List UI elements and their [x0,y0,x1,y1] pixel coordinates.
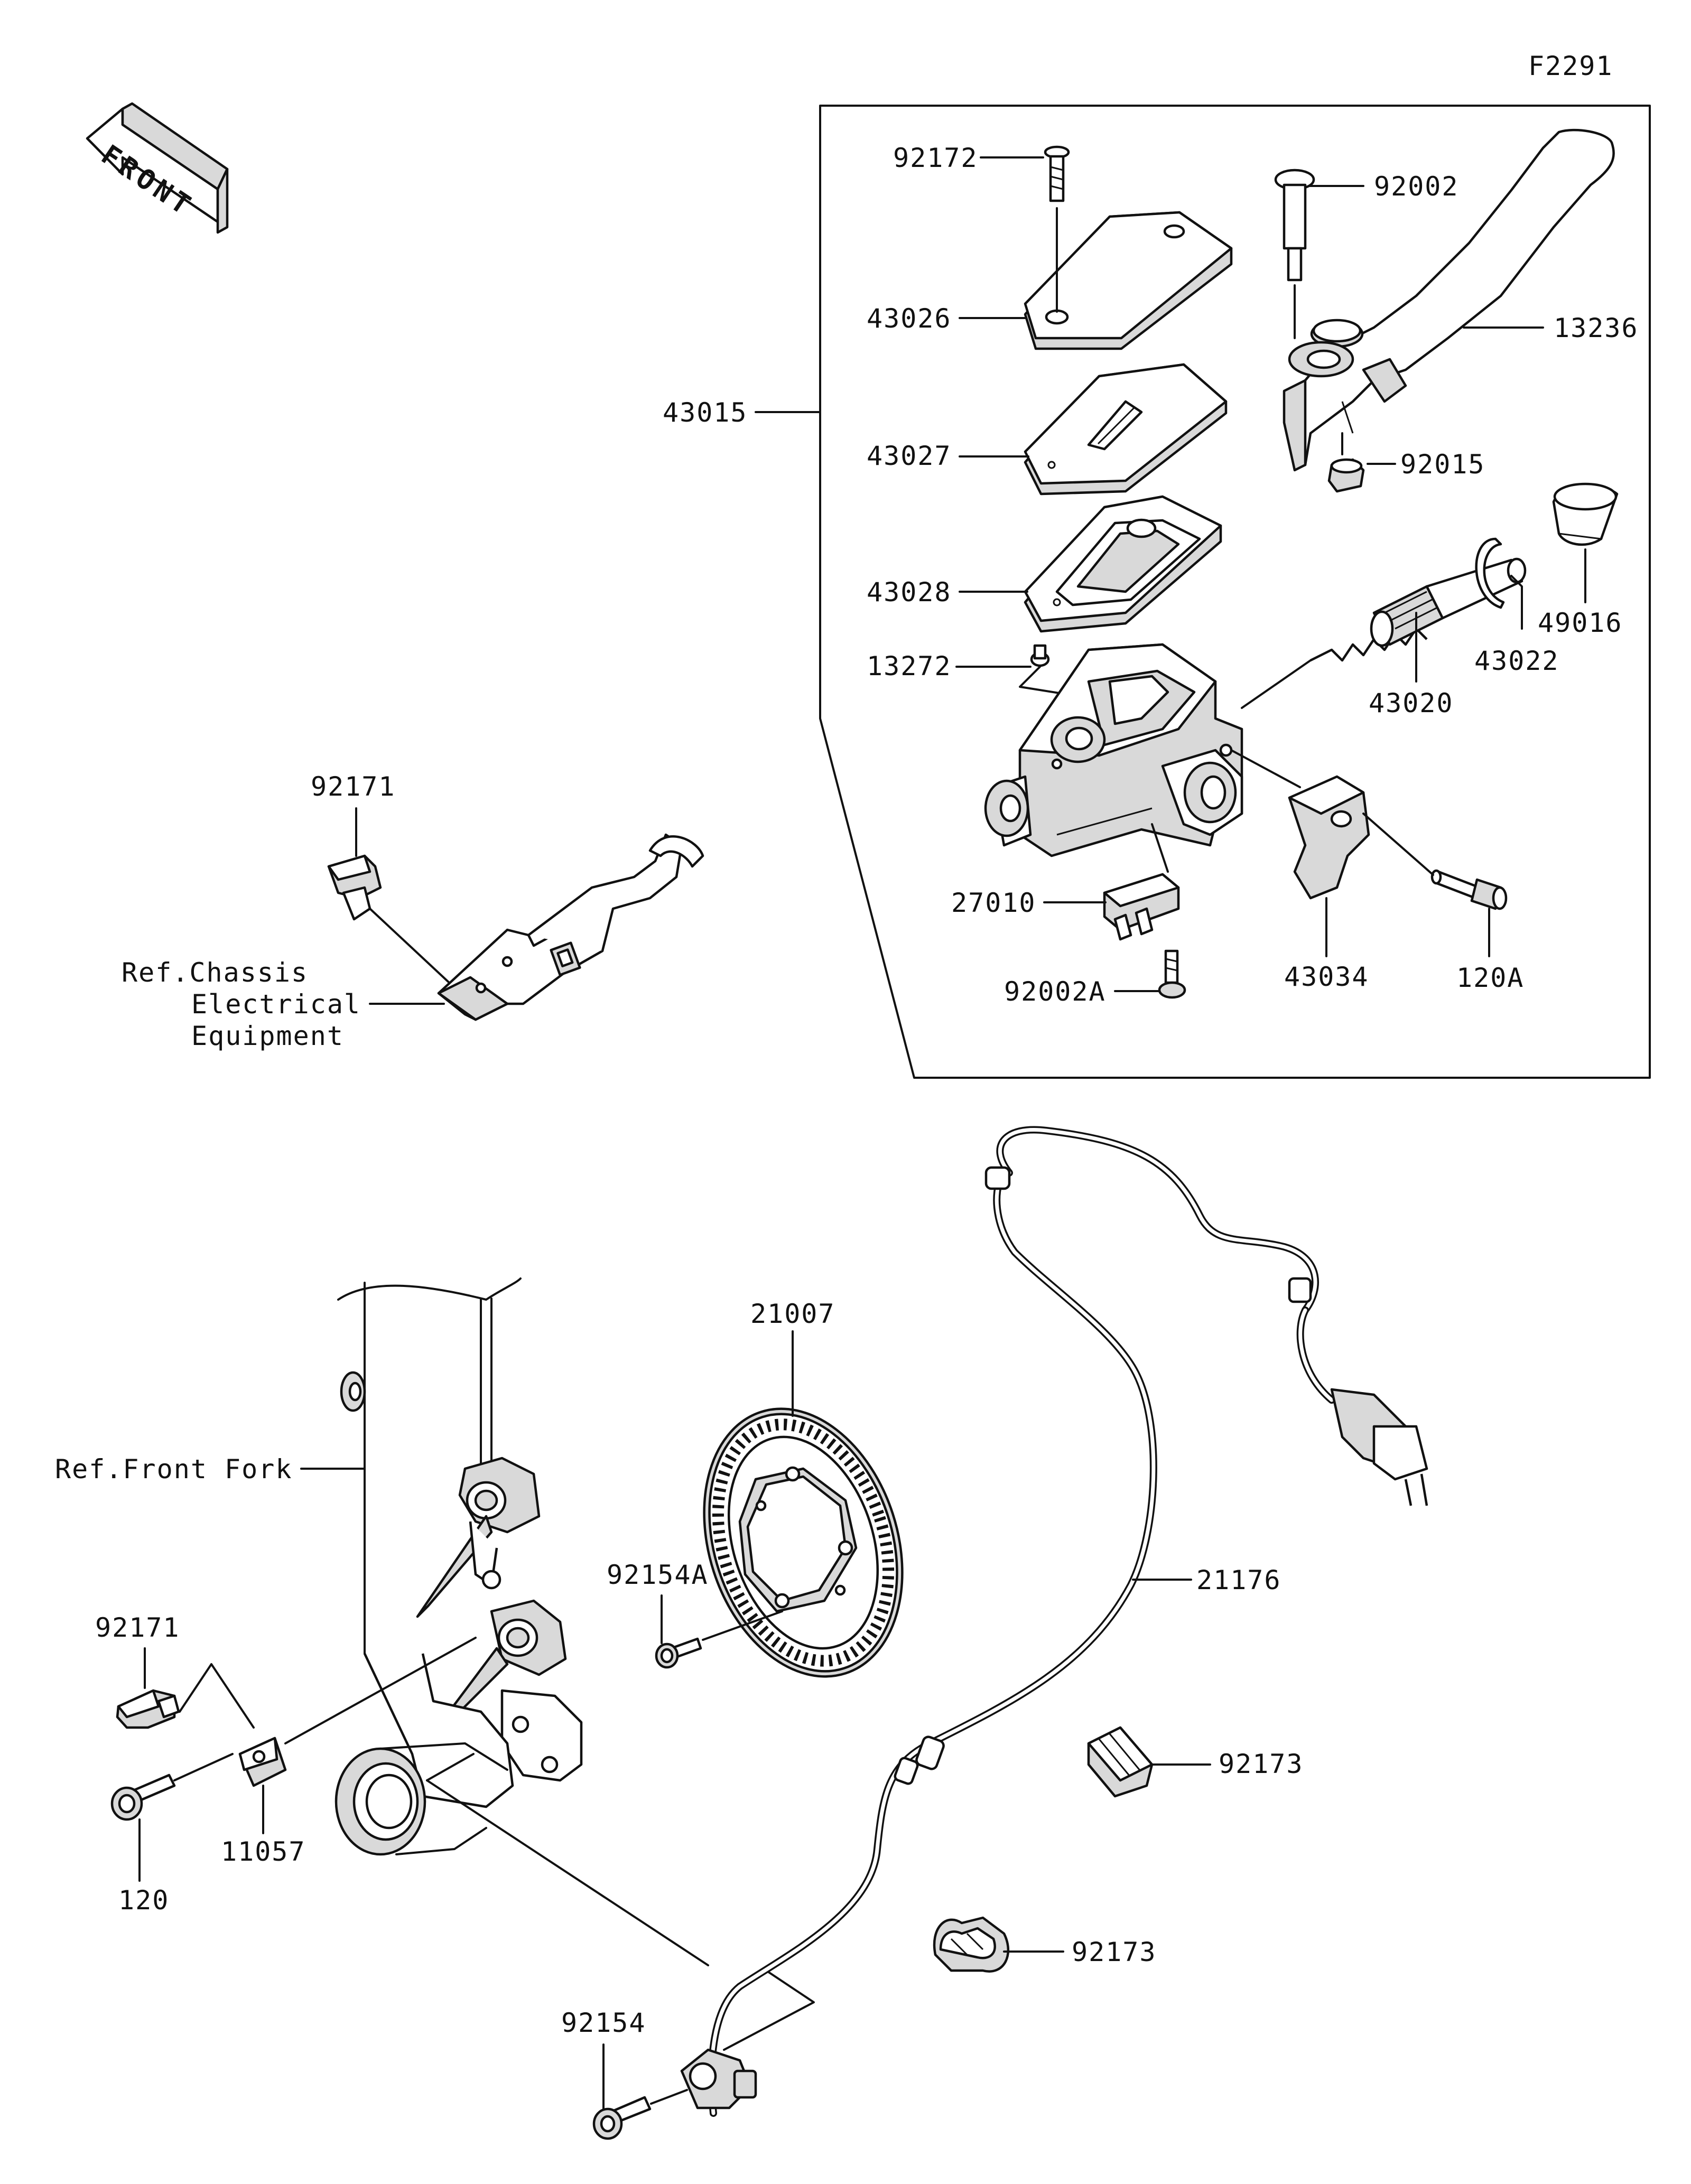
label-49016: 49016 [1538,608,1623,638]
bracket-11057 [238,1737,287,1787]
front-arrow-icon: FRONT [86,102,229,234]
leader-120A-axis [1362,813,1434,876]
label-43034: 43034 [1284,962,1369,992]
label-21176: 21176 [1196,1565,1281,1595]
leader-92154-axis [650,2089,688,2105]
sensor-rotor-21007 [703,1407,904,1678]
label-92154A: 92154A [607,1560,709,1590]
label-92015: 92015 [1400,449,1485,480]
bolt-120A [1430,869,1508,910]
bolt-92154 [592,2096,652,2140]
ref-front-fork: Ref.Front Fork [55,1454,292,1485]
label-13236: 13236 [1554,313,1639,343]
label-92171-bottom: 92171 [95,1612,180,1643]
label-120A: 120A [1456,963,1524,993]
bolt-120 [110,1774,176,1821]
brake-lever-13236 [1283,128,1615,472]
figure-code: F2291 [1528,51,1613,81]
leader-cylinder-clamp-axis [1230,749,1301,788]
label-92171-top: 92171 [311,771,396,802]
leader-92171-bottom-axis [179,1663,255,1729]
label-27010: 27010 [951,888,1036,918]
leader-92171-top-axis [369,908,450,984]
boot-49016 [1552,482,1619,546]
label-92002A: 92002A [1004,976,1106,1007]
label-43027: 43027 [867,441,952,471]
leader-27010-axis [1151,823,1169,873]
leader-92154A-axis [702,1610,783,1641]
screw-92172 [1044,145,1070,202]
leader-fork-sensor-1 [426,1779,709,1966]
label-13272: 13272 [867,651,952,682]
plate-43027 [1024,363,1228,496]
leader-fork-sensor-2 [426,1753,475,1781]
wheel-speed-sensor-cable-21176 [680,1126,1428,2117]
screw-92002A [1158,949,1186,999]
bracket-chassis [437,833,704,1021]
label-92154: 92154 [561,2008,646,2038]
ref-chassis-line-3: Equipment [191,1021,344,1051]
front-fork [335,1277,583,1856]
label-92002: 92002 [1374,171,1459,202]
leader-120-axis [173,1753,234,1781]
clamp-43034 [1288,775,1370,900]
diaphragm-43028 [1024,495,1222,633]
ref-chassis-line-1: Ref.Chassis [122,957,308,988]
leader-11057-axis [284,1637,477,1744]
label-43020: 43020 [1369,688,1454,718]
circlip-43022 [1475,537,1505,609]
pivot-bolt-92002 [1274,169,1315,282]
label-43015: 43015 [663,397,748,428]
label-21007: 21007 [750,1299,835,1329]
clamp-92173-a [1087,1726,1154,1798]
nut-92015 [1327,458,1365,493]
assembly-43015-frame [819,105,1651,1079]
label-92172: 92172 [893,143,978,173]
label-43026: 43026 [867,303,952,334]
label-11057: 11057 [221,1836,306,1867]
leader-fork-sensor-3 [723,1970,815,2051]
label-92173-a: 92173 [1219,1749,1304,1779]
leader-43022 [1510,575,1523,630]
label-120: 120 [118,1885,169,1916]
clip-92171-top [327,854,382,921]
master-cylinder-body [984,643,1243,857]
screw-13272 [1030,644,1050,667]
clamp-92173-b [933,1916,1010,1973]
leader-cylinder-axis [1241,659,1312,709]
label-92173-b: 92173 [1072,1937,1157,1967]
reservoir-cap-43026 [1024,211,1233,350]
ref-chassis-line-2: Electrical [191,989,361,1020]
bolt-92154A [655,1637,702,1669]
label-43022: 43022 [1474,646,1559,676]
brake-switch-27010 [1103,873,1180,941]
label-43028: 43028 [867,577,952,608]
clip-92171-bottom [116,1689,180,1729]
